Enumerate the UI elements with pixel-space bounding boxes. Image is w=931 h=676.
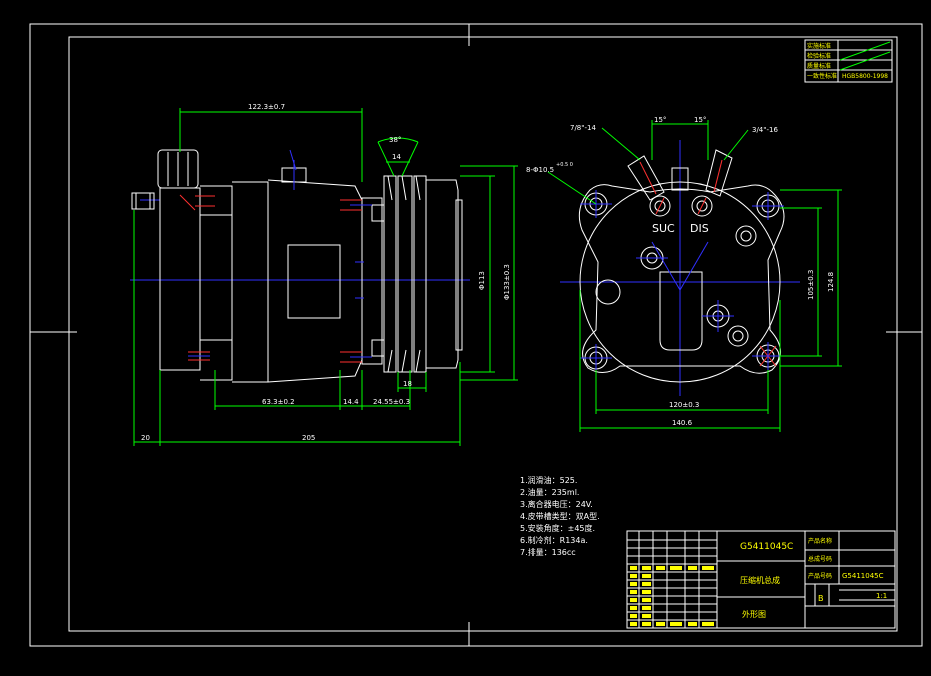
std-row-1: 实施标准 <box>807 42 831 50</box>
note-6: 6.制冷剂：R134a. <box>520 535 588 545</box>
tb-part-number-small: G5411045C <box>842 572 884 580</box>
technical-notes: 1.润滑油：525. 2.油量：235ml. 3.离合器电压：24V. 4.皮带… <box>520 475 600 557</box>
rear-dimensions <box>547 120 842 432</box>
dim-angle-right: 15° <box>694 116 706 124</box>
dim-bottom-1: 63.3±0.2 <box>262 398 295 406</box>
std-row-3: 质量标准 <box>807 62 831 70</box>
label-dis: DIS <box>690 222 709 235</box>
title-block-text: G5411045C 压缩机总成 外形图 产品名称 总成号码 产品号码 G5411… <box>740 537 887 619</box>
std-row-2: 检验标准 <box>807 52 831 60</box>
dim-groove-angle: 38° <box>389 136 401 144</box>
label-suc: SUC <box>652 222 675 235</box>
tb-product-name: 压缩机总成 <box>740 575 780 585</box>
title-block-fill <box>630 566 714 626</box>
sheet-frame <box>29 23 923 647</box>
note-2: 2.油量：235ml. <box>520 487 579 497</box>
dim-bottom-r1: 120±0.3 <box>669 401 699 409</box>
note-4: 4.皮带槽类型：双A型. <box>520 511 600 521</box>
tb-scale: 1:1 <box>876 592 887 600</box>
side-view <box>130 149 470 383</box>
dim-top-length: 122.3±0.7 <box>248 103 285 111</box>
tb-part-number: G5411045C <box>740 542 793 552</box>
standard-table: 实施标准 检验标准 质量标准 一致性标准 HGB5800-1998 <box>804 39 893 83</box>
dim-bottom-4: 18 <box>403 380 412 388</box>
dim-groove-width: 14 <box>392 153 401 161</box>
tb-label-1: 产品名称 <box>808 537 832 545</box>
dim-pulley-dia-2: Φ133±0.3 <box>503 264 511 300</box>
tb-label-2: 总成号码 <box>808 555 832 563</box>
rear-dimension-text: 7/8"-14 3/4"-16 15° 15° 8-Φ10.5 +0.5 0 1… <box>526 116 835 427</box>
dim-angle-left: 15° <box>654 116 666 124</box>
dim-holes: 8-Φ10.5 <box>526 166 554 174</box>
note-5: 5.安装角度：±45度. <box>520 523 595 533</box>
std-row-4: 一致性标准 <box>807 72 837 80</box>
dim-overall-left: 20 <box>141 434 150 442</box>
dim-bottom-2: 14.4 <box>343 398 359 406</box>
dim-overall-length: 205 <box>302 434 315 442</box>
dim-right-v2: 124.8 <box>827 272 835 292</box>
dim-fitting-right: 3/4"-16 <box>752 126 778 134</box>
dim-bottom-r2: 140.6 <box>672 419 693 427</box>
dim-fitting-left: 7/8"-14 <box>570 124 596 132</box>
dim-pulley-dia-1: Φ113 <box>478 271 486 290</box>
dim-holes-tol: +0.5 0 <box>556 162 573 168</box>
std-standard: HGB5800-1998 <box>842 73 888 80</box>
tb-revision: B <box>818 594 824 603</box>
side-dimension-text: 122.3±0.7 38° 14 Φ113 Φ133±0.3 63.3±0.2 … <box>141 103 511 442</box>
side-dimensions <box>133 108 518 446</box>
rear-view: SUC DIS <box>560 140 800 396</box>
note-3: 3.离合器电压：24V. <box>520 499 593 509</box>
dim-bottom-3: 24.55±0.3 <box>373 398 410 406</box>
note-7: 7.排量：136cc <box>520 547 576 557</box>
tb-label-3: 产品号码 <box>808 572 832 580</box>
dim-right-v1: 105±0.3 <box>807 270 815 300</box>
note-1: 1.润滑油：525. <box>520 475 577 485</box>
tb-drawing-type: 外形图 <box>742 609 766 619</box>
title-block <box>626 530 896 629</box>
